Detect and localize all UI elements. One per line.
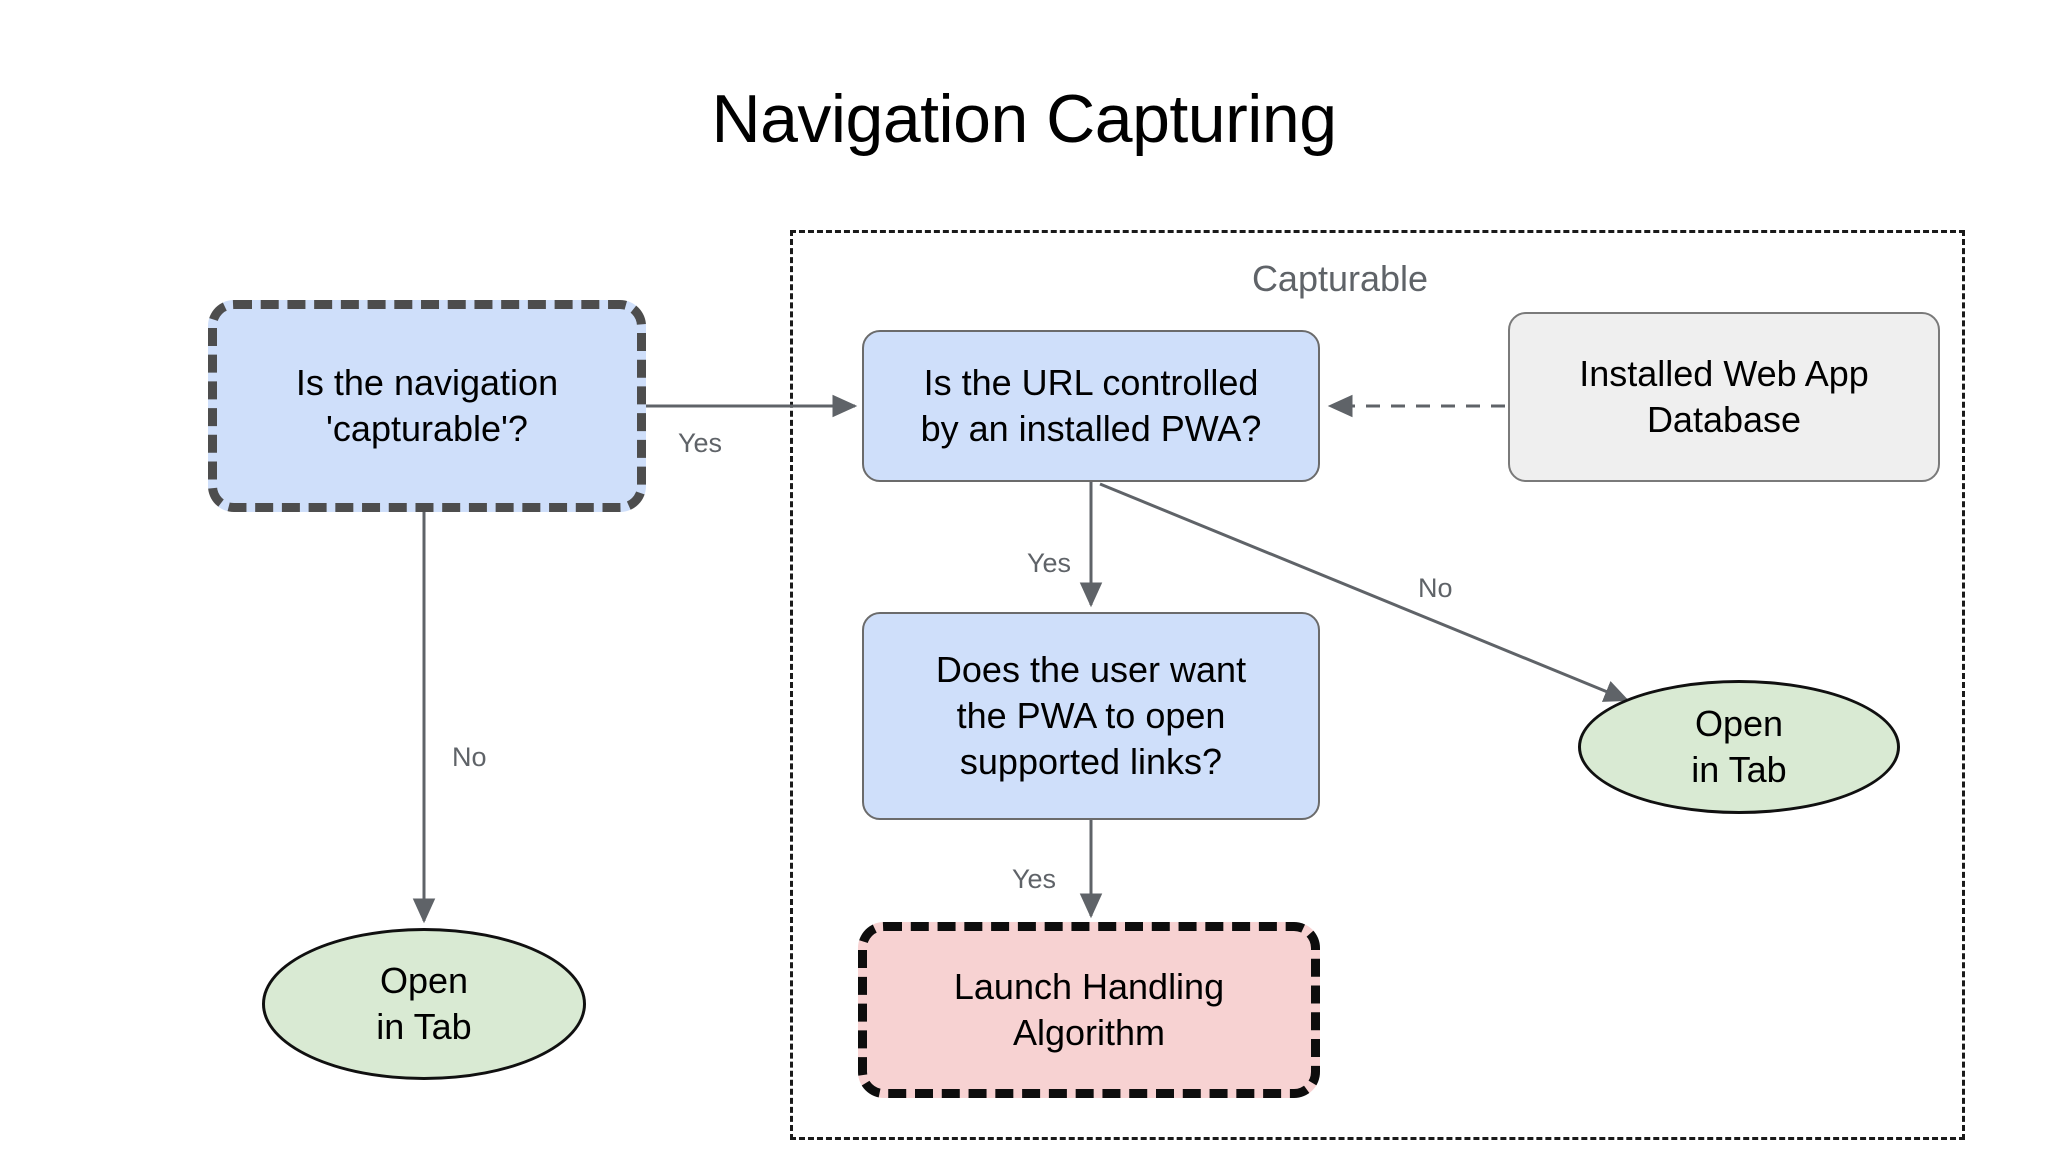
node-launch-handling-algorithm[interactable]: Launch Handling Algorithm xyxy=(858,922,1320,1098)
node-is-navigation-capturable[interactable]: Is the navigation 'capturable'? xyxy=(208,300,646,512)
edge-label-user-want-yes: Yes xyxy=(1012,864,1057,894)
capturable-group-label: Capturable xyxy=(1251,258,1429,299)
node-installed-web-app-database[interactable]: Installed Web App Database xyxy=(1508,312,1940,482)
node-open-in-tab-right[interactable]: Open in Tab xyxy=(1578,680,1900,814)
edge-label-capturable-yes: Yes xyxy=(678,428,723,458)
node-is-url-controlled-by-installed-pwa[interactable]: Is the URL controlled by an installed PW… xyxy=(862,330,1320,482)
node-does-user-want-pwa-open-supported-links[interactable]: Does the user want the PWA to open suppo… xyxy=(862,612,1320,820)
capturable-group-container xyxy=(790,230,1965,1140)
edge-label-url-no: No xyxy=(1418,573,1453,603)
edge-label-capturable-no: No xyxy=(452,742,487,772)
edge-label-url-yes: Yes xyxy=(1027,548,1072,578)
node-open-in-tab-left[interactable]: Open in Tab xyxy=(262,928,586,1080)
page-title: Navigation Capturing xyxy=(711,81,1337,157)
